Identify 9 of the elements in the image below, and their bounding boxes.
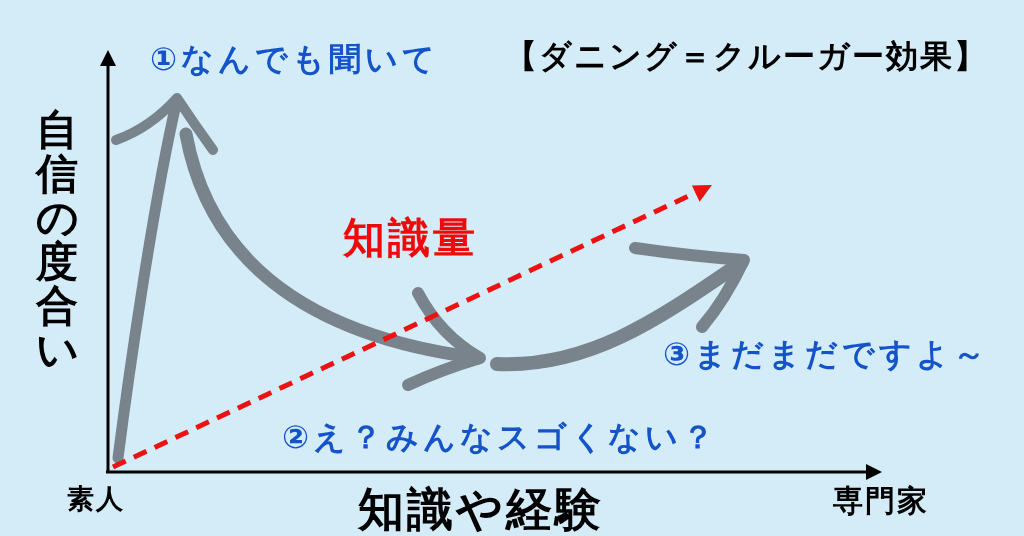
axis-title: 自信の度合い (36, 108, 78, 372)
axis-end-label: 素人 (67, 485, 125, 512)
stage-label: ③まだまだですよ～ (663, 338, 990, 370)
axis-title: 知識や経験 (358, 486, 604, 532)
arrow-label: 知識量 (343, 217, 478, 259)
stage-label: ①なんでも聞いて (150, 43, 440, 75)
stage-label: ②え？みんなスゴくない？ (282, 421, 719, 453)
axis-end-label: 専門家 (833, 486, 929, 516)
title: 【ダニング＝クルーガー効果】 (505, 40, 988, 72)
